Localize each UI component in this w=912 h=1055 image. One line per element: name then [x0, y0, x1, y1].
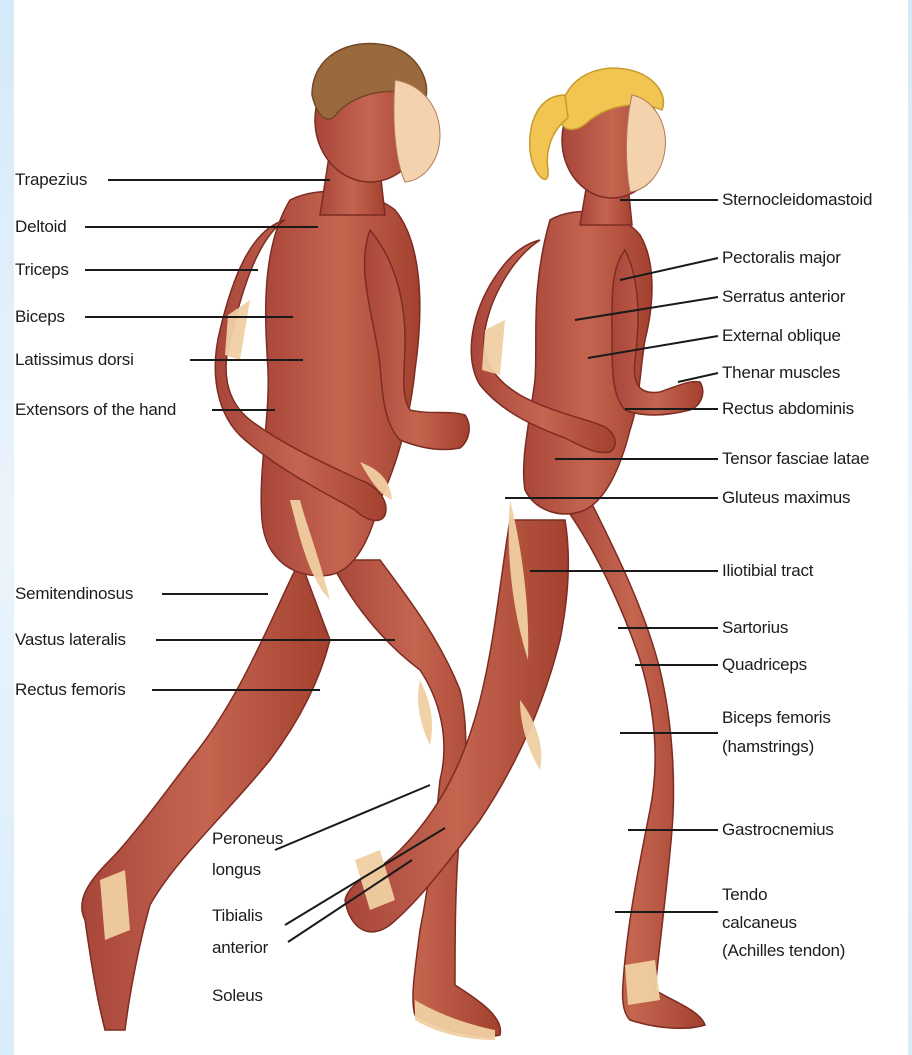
- label-peroneus-line1: Peroneus: [212, 828, 283, 849]
- male-face: [394, 80, 440, 182]
- label-thenar-muscles: Thenar muscles: [722, 362, 840, 383]
- label-tibialis-line2: anterior: [212, 937, 268, 958]
- label-peroneus-line2: longus: [212, 859, 261, 880]
- label-tendo-line3: (Achilles tendon): [722, 940, 845, 961]
- label-pectoralis-major: Pectoralis major: [722, 247, 841, 268]
- label-latissimus-dorsi: Latissimus dorsi: [15, 349, 134, 370]
- label-biceps-femoris-line2: (hamstrings): [722, 736, 814, 757]
- label-tensor-fasciae-latae: Tensor fasciae latae: [722, 448, 869, 469]
- label-trapezius: Trapezius: [15, 169, 87, 190]
- label-rectus-abdominis: Rectus abdominis: [722, 398, 854, 419]
- female-front-arm: [612, 250, 703, 415]
- label-sartorius: Sartorius: [722, 617, 788, 638]
- label-gastrocnemius: Gastrocnemius: [722, 819, 834, 840]
- male-runner-figure: [82, 58, 501, 1036]
- label-iliotibial-tract: Iliotibial tract: [722, 560, 813, 581]
- label-rectus-femoris: Rectus femoris: [15, 679, 126, 700]
- label-extensors-of-the-hand: Extensors of the hand: [15, 399, 176, 420]
- female-front-leg: [560, 500, 705, 1028]
- label-tendo-line1: Tendo: [722, 884, 767, 905]
- label-quadriceps: Quadriceps: [722, 654, 807, 675]
- label-soleus: Soleus: [212, 985, 263, 1006]
- label-vastus-lateralis: Vastus lateralis: [15, 629, 126, 650]
- label-tendo-line2: calcaneus: [722, 912, 797, 933]
- label-external-oblique: External oblique: [722, 325, 841, 346]
- label-triceps: Triceps: [15, 259, 69, 280]
- label-semitendinosus: Semitendinosus: [15, 583, 133, 604]
- label-sternocleidomastoid: Sternocleidomastoid: [722, 189, 872, 210]
- label-tibialis-line1: Tibialis: [212, 905, 263, 926]
- label-biceps: Biceps: [15, 306, 65, 327]
- label-gluteus-maximus: Gluteus maximus: [722, 487, 850, 508]
- label-biceps-femoris-line1: Biceps femoris: [722, 707, 831, 728]
- label-deltoid: Deltoid: [15, 216, 67, 237]
- label-serratus-anterior: Serratus anterior: [722, 286, 845, 307]
